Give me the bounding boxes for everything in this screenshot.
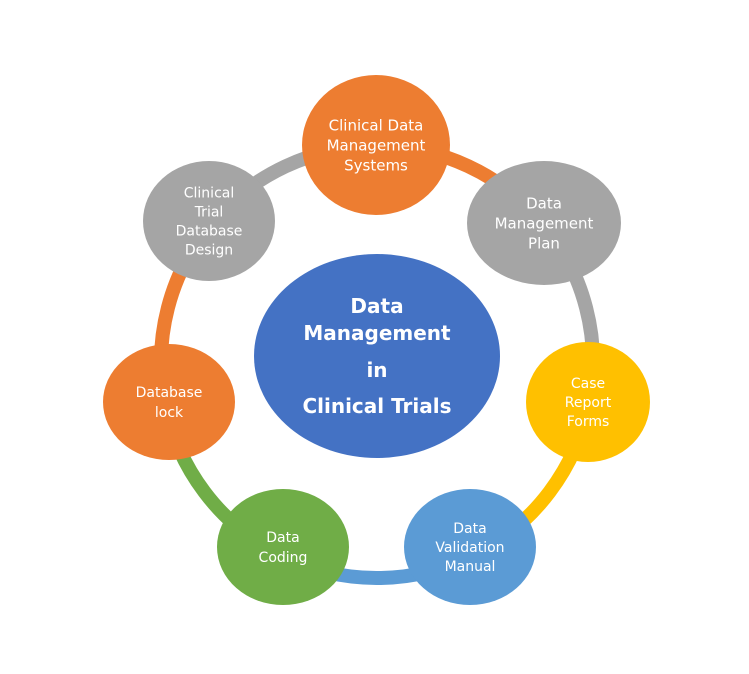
node-label-line: Data — [453, 521, 486, 537]
node-label-line: Trial — [194, 204, 224, 220]
center-line-1: Data — [350, 294, 403, 318]
node-label-line: Manual — [445, 559, 496, 575]
node-label-line: Forms — [567, 414, 610, 430]
node-circle — [526, 342, 650, 462]
node-label-line: Data — [526, 194, 562, 212]
node-label-line: Clinical Data — [329, 116, 424, 134]
center-node: Data Management in Clinical Trials — [254, 254, 500, 458]
node-label-line: Management — [327, 136, 426, 154]
node-label-line: Case — [571, 376, 605, 392]
center-circle — [254, 254, 500, 458]
center-line-2: Management — [303, 321, 451, 345]
node-label-line: Clinical — [184, 185, 234, 201]
node-label-line: Systems — [344, 156, 408, 174]
center-line-4: Clinical Trials — [302, 394, 451, 418]
node-label-line: Validation — [435, 540, 504, 556]
node-label-line: Plan — [528, 234, 560, 252]
node-label-line: lock — [155, 405, 184, 421]
node-label-line: Design — [185, 242, 233, 258]
node-label-line: Coding — [259, 550, 308, 566]
node-circle — [467, 161, 621, 285]
cycle-nodes: Clinical DataManagementSystemsDataManage… — [103, 75, 650, 605]
center-line-3: in — [366, 358, 387, 382]
node-circle — [217, 489, 349, 605]
node-circle — [103, 344, 235, 460]
node-circle — [404, 489, 536, 605]
node-label-line: Database — [176, 223, 243, 239]
node-label-line: Database — [136, 385, 203, 401]
node-database-lock: Database lock — [103, 344, 235, 460]
node-label-line: Data — [266, 530, 299, 546]
node-circle — [143, 161, 275, 281]
node-label-line: Report — [565, 395, 612, 411]
node-circle — [302, 75, 450, 215]
node-label-line: Management — [495, 214, 594, 232]
